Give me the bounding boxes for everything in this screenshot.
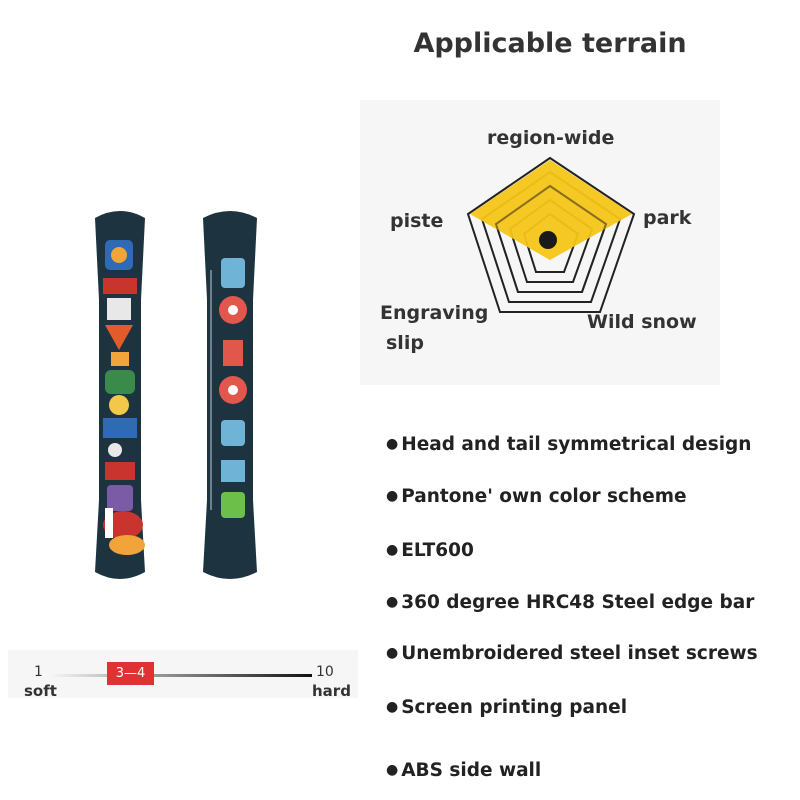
bullet-icon: ● — [386, 699, 399, 715]
feature-item: ●ELT600 — [386, 540, 474, 561]
hardness-min-value: 1 — [34, 664, 43, 680]
hardness-max-label: hard — [312, 682, 351, 700]
snowboard-top — [95, 211, 145, 579]
snowboard-base — [203, 211, 257, 579]
snowboards-illustration — [95, 211, 257, 579]
feature-item: ●Unembroidered steel inset screws — [386, 643, 758, 664]
feature-text: 360 degree HRC48 Steel edge bar — [401, 592, 755, 613]
hardness-scale-line — [40, 674, 312, 677]
bullet-icon: ● — [386, 542, 399, 558]
radar-label-slip: slip — [386, 332, 424, 354]
feature-text: Head and tail symmetrical design — [401, 434, 752, 455]
hardness-min-label: soft — [24, 682, 57, 700]
radar-label-engraving: Engraving — [380, 302, 489, 324]
feature-item: ●Head and tail symmetrical design — [386, 434, 751, 455]
bullet-icon: ● — [386, 488, 399, 504]
bullet-icon: ● — [386, 645, 399, 661]
feature-text: Screen printing panel — [401, 697, 628, 718]
radar-label-park: park — [643, 207, 692, 229]
radar-label-wild-snow: Wild snow — [587, 311, 697, 333]
feature-item: ●360 degree HRC48 Steel edge bar — [386, 592, 754, 613]
feature-text: Unembroidered steel inset screws — [401, 643, 758, 664]
terrain-radar-chart — [466, 156, 636, 313]
radar-center-dot — [539, 231, 557, 249]
feature-item: ●Pantone' own color scheme — [386, 486, 687, 507]
hardness-current-badge: 3—4 — [107, 662, 154, 685]
feature-text: Pantone' own color scheme — [401, 486, 687, 507]
hardness-max-value: 10 — [316, 664, 334, 680]
page-title: Applicable terrain — [413, 28, 687, 59]
radar-label-piste: piste — [390, 210, 444, 232]
bullet-icon: ● — [386, 436, 399, 452]
radar-label-region-wide: region-wide — [487, 127, 615, 149]
bullet-icon: ● — [386, 594, 399, 610]
radar-highlight — [470, 160, 632, 260]
feature-text: ELT600 — [401, 540, 474, 561]
feature-item: ●Screen printing panel — [386, 697, 627, 718]
feature-item: ●ABS side wall — [386, 760, 541, 781]
feature-text: ABS side wall — [401, 760, 542, 781]
bullet-icon: ● — [386, 762, 399, 778]
